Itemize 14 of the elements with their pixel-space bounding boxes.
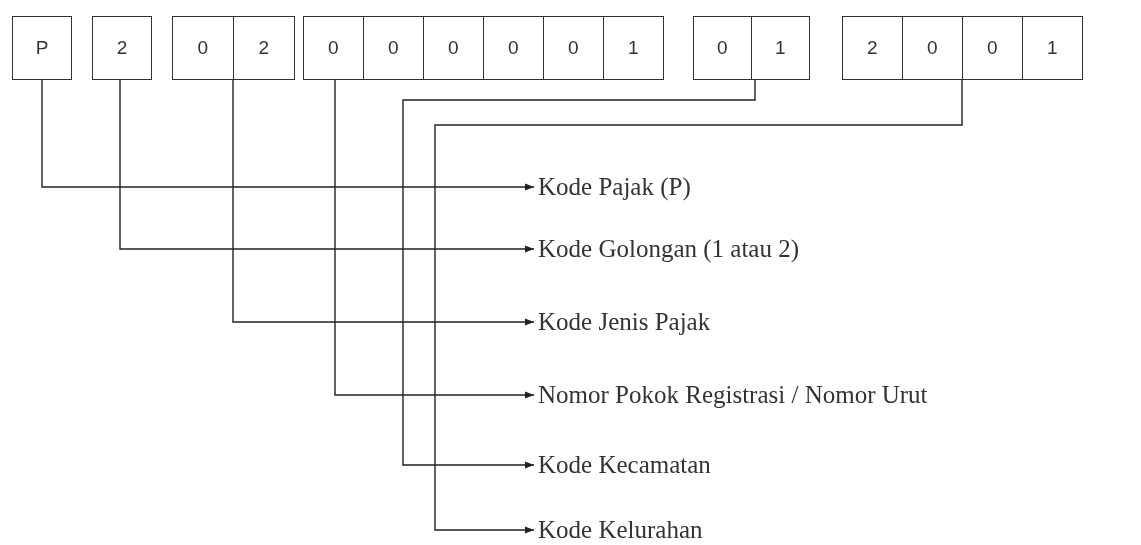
field-description: Kode Kelurahan bbox=[538, 515, 703, 545]
leader-arrow bbox=[232, 79, 535, 326]
field-description: Kode Kecamatan bbox=[538, 450, 711, 480]
leader-arrow bbox=[434, 79, 963, 534]
leader-arrow bbox=[402, 79, 756, 469]
code-digit: P bbox=[12, 16, 72, 80]
leader-arrow bbox=[334, 79, 535, 399]
field-description: Kode Pajak (P) bbox=[538, 172, 691, 202]
field-description: Kode Jenis Pajak bbox=[538, 307, 711, 337]
leader-arrow bbox=[41, 79, 535, 191]
code-digit: 2 bbox=[92, 16, 152, 80]
field-description: Kode Golongan (1 atau 2) bbox=[538, 234, 800, 264]
leader-arrow bbox=[119, 79, 535, 253]
field-description: Nomor Pokok Registrasi / Nomor Urut bbox=[538, 380, 928, 410]
